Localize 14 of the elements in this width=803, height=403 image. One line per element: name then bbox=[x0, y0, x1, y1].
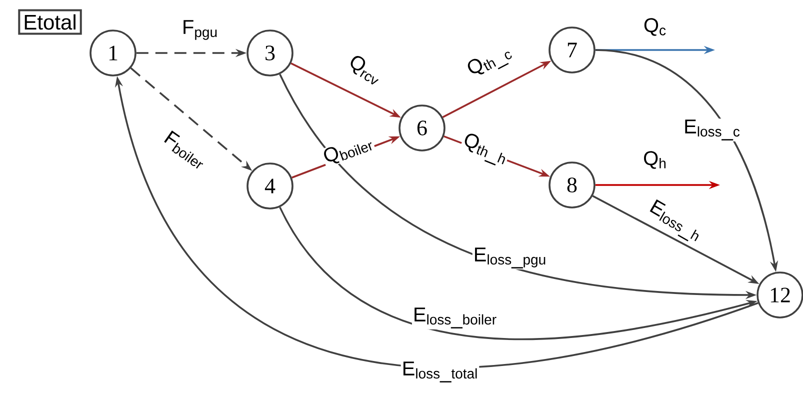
edge-label: $\mathrm{E}_{\mathrm{loss\_c}}$ bbox=[682, 118, 742, 142]
edge-label: $\mathrm{E}_{\mathrm{loss\_boiler}}$ bbox=[412, 306, 498, 330]
edge-label: $\mathrm{Q}_{\mathrm{c}}$ bbox=[642, 17, 668, 37]
edge-label: $\mathrm{Q}_{\mathrm{th\_c}}$ bbox=[463, 40, 517, 84]
label-box: Etotal bbox=[18, 9, 82, 35]
edge-label: $\mathrm{Q}_{\mathrm{boiler}}$ bbox=[320, 132, 376, 168]
edge-label: $\mathrm{Q}_{\mathrm{h}}$ bbox=[642, 150, 668, 170]
edge-label: $\mathrm{F}_{\mathrm{boiler}}$ bbox=[160, 128, 210, 172]
edge-label: $\mathrm{F}_{\mathrm{pgu}}$ bbox=[180, 19, 220, 41]
edge-label: $\mathrm{E}_{\mathrm{loss\_pgu}}$ bbox=[472, 246, 548, 270]
edge-label: $\mathrm{E}_{\mathrm{loss\_total}}$ bbox=[400, 360, 480, 384]
edge-label: $\mathrm{E}_{\mathrm{loss\_h}}$ bbox=[643, 197, 707, 247]
edge-label: $\mathrm{Q}_{\mathrm{rcv}}$ bbox=[344, 52, 386, 88]
edge-label: $\mathrm{Q}_{\mathrm{th\_h}}$ bbox=[458, 130, 512, 170]
